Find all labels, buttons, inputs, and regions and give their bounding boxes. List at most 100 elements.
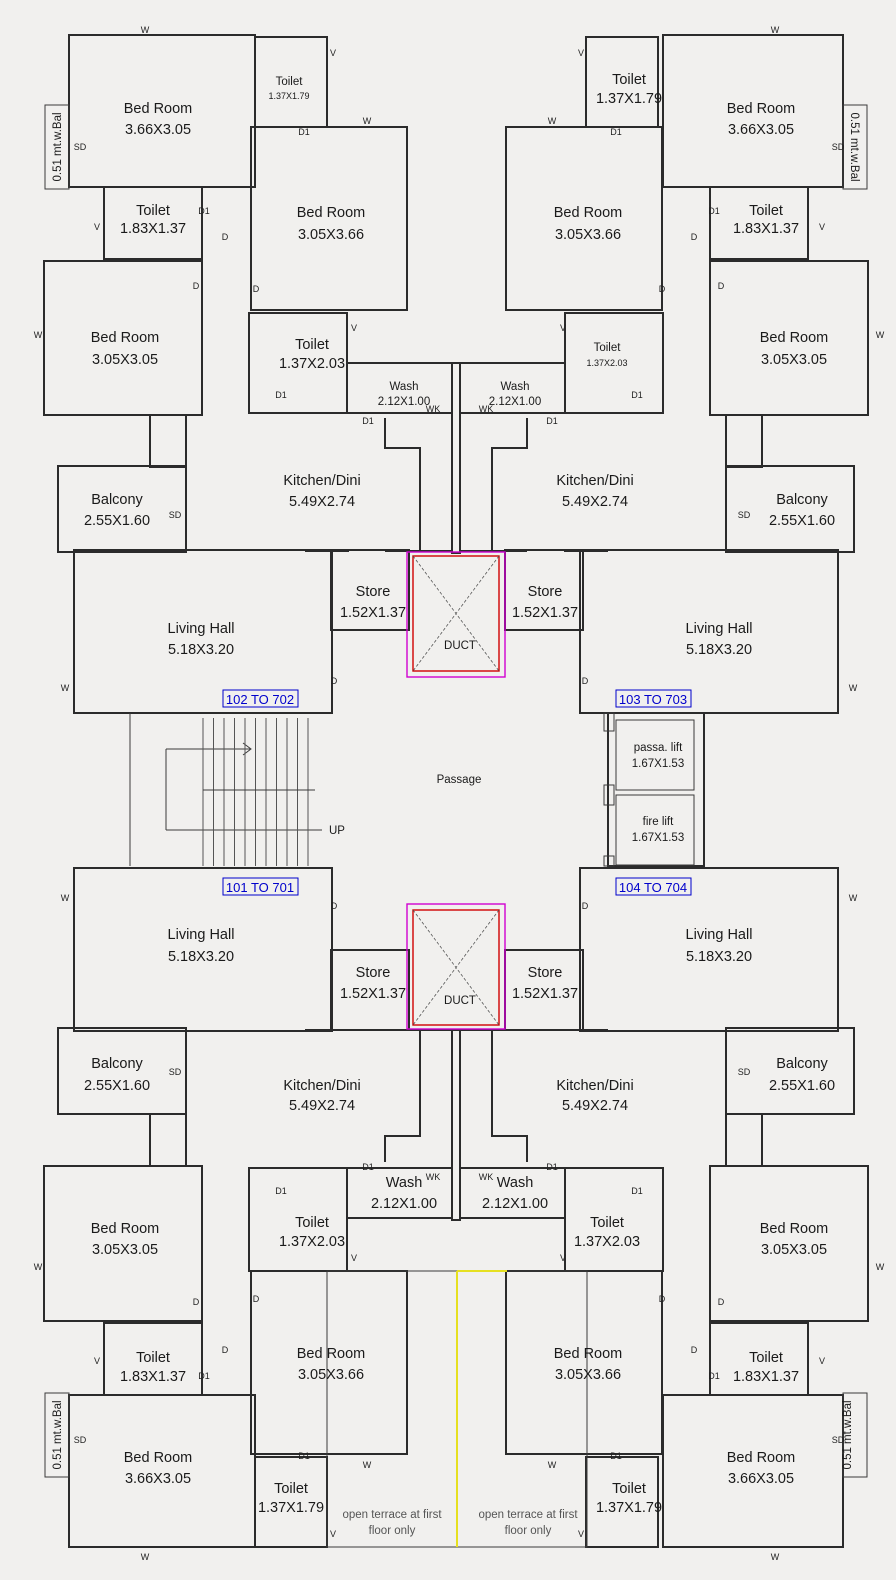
flat-tag-box <box>222 689 299 708</box>
room-dim: 5.49X2.74 <box>562 1098 628 1114</box>
door-mark: D1 <box>610 127 622 137</box>
room-name: Toilet <box>295 337 329 353</box>
kitchen-br-counter <box>491 1030 528 1162</box>
bal-strip-tr-wall <box>842 104 868 190</box>
door-mark: D <box>193 281 200 291</box>
room-name: Bed Room <box>91 1221 160 1237</box>
balcony-bl-wall <box>57 1027 187 1115</box>
window-mark: W <box>849 893 858 903</box>
sliding-door-mark: SD <box>74 1435 87 1445</box>
room-name: Kitchen/Dini <box>556 1078 633 1094</box>
flat-tags: 102 TO 702 103 TO 703 101 TO 701 104 TO … <box>222 689 692 896</box>
room-dim: 2.12X1.00 <box>482 1196 548 1212</box>
flat-tag-box <box>222 877 299 896</box>
room-name: Bed Room <box>297 205 366 221</box>
room-name: Living Hall <box>168 621 235 637</box>
room-name: Living Hall <box>686 927 753 943</box>
room-dim: 1.37X2.03 <box>574 1234 640 1250</box>
duct-bottom-cross-b <box>412 909 500 1026</box>
window-mark: WK <box>426 404 441 414</box>
lift-door-3 <box>603 855 615 867</box>
room-dim: 1.37X1.79 <box>268 91 309 101</box>
door-mark: D1 <box>631 1186 643 1196</box>
store-tl-wall <box>330 549 410 631</box>
room-labels: Bed Room 3.66X3.05 Toilet 1.37X1.79 Bed … <box>84 72 835 1537</box>
room-dim: 1.37X2.03 <box>279 1234 345 1250</box>
window-mark: WK <box>479 1172 494 1182</box>
door-mark: D1 <box>362 416 374 426</box>
room-name: Bed Room <box>297 1346 366 1362</box>
door-mark: D1 <box>708 206 720 216</box>
sliding-door-mark: SD <box>738 510 751 520</box>
room-dim: 2.12X1.00 <box>378 396 430 408</box>
door-mark: D1 <box>546 416 558 426</box>
room-dim: 1.83X1.37 <box>733 1369 799 1385</box>
room-dim: 3.05X3.66 <box>298 1367 364 1383</box>
duct-top-cross-b <box>412 555 500 672</box>
sliding-door-mark: SD <box>74 142 87 152</box>
room-name: Bed Room <box>124 101 193 117</box>
room-dim: 5.49X2.74 <box>289 1098 355 1114</box>
kitchen-tr-counter <box>491 418 528 552</box>
door-mark: D1 <box>362 1162 374 1172</box>
room-dim: 1.37X1.79 <box>596 91 662 107</box>
door-mark: D <box>193 1297 200 1307</box>
bottom-half <box>43 867 869 1548</box>
room-name: Kitchen/Dini <box>556 473 633 489</box>
room-dim: 5.49X2.74 <box>289 494 355 510</box>
sliding-door-mark: SD <box>832 1435 845 1445</box>
room-dim: 1.67X1.53 <box>632 832 684 844</box>
vent-mark: V <box>578 1529 584 1539</box>
room-name: Balcony <box>91 1056 143 1072</box>
room-name: Wash <box>386 1175 423 1191</box>
center-shaft-top <box>451 362 461 554</box>
door-mark: D <box>222 1345 229 1355</box>
room-name: Bed Room <box>124 1450 193 1466</box>
room-dim: 2.55X1.60 <box>84 513 150 529</box>
flat-tag-box <box>615 689 692 708</box>
room-name: Wash <box>497 1175 534 1191</box>
door-mark: D <box>718 281 725 291</box>
window-mark: W <box>876 1262 885 1272</box>
vent-mark: V <box>94 222 100 232</box>
bal-strip-bl-wall <box>44 1392 70 1478</box>
door-mark: D <box>659 284 666 294</box>
store-bl-wall <box>330 949 410 1031</box>
door-mark: D1 <box>275 390 287 400</box>
shaft-tr-wall <box>725 414 763 468</box>
window-mark: W <box>548 116 557 126</box>
vent-mark: V <box>819 1356 825 1366</box>
vent-mark: V <box>330 48 336 58</box>
window-mark: W <box>363 1460 372 1470</box>
room-name: Bed Room <box>727 1450 796 1466</box>
room-dim: 3.66X3.05 <box>125 1471 191 1487</box>
stair-steps <box>202 718 309 866</box>
door-mark: D1 <box>298 127 310 137</box>
sliding-door-mark: SD <box>738 1067 751 1077</box>
room-dim: 1.37X2.03 <box>586 358 627 368</box>
room-dim: 3.66X3.05 <box>125 122 191 138</box>
kitchen-tl-counter <box>384 418 421 552</box>
lift-door-2 <box>603 784 615 806</box>
room-dim: 3.05X3.05 <box>761 352 827 368</box>
door-mark: D <box>691 232 698 242</box>
kitchen-bl-counter <box>384 1030 421 1162</box>
room-name: Bed Room <box>727 101 796 117</box>
window-mark: W <box>876 330 885 340</box>
vent-mark: V <box>578 48 584 58</box>
flat-tag-top-right: 103 TO 703 <box>619 692 687 707</box>
terrace-label: floor only <box>369 1525 416 1537</box>
door-mark: D1 <box>708 1371 720 1381</box>
balcony-tr-wall <box>725 465 855 553</box>
room-name: Toilet <box>749 1350 783 1366</box>
room-dim: 1.52X1.37 <box>340 605 406 621</box>
bedroom-tr-2-wall <box>505 126 663 311</box>
terrace-label: floor only <box>505 1525 552 1537</box>
bal-note-bl: 0.51 mt.w.Bal <box>52 1400 64 1469</box>
door-mark: D <box>253 284 260 294</box>
room-name: Kitchen/Dini <box>283 473 360 489</box>
room-dim: 3.05X3.05 <box>92 352 158 368</box>
living-tr-wall <box>579 549 839 714</box>
room-dim: 1.52X1.37 <box>512 986 578 1002</box>
lift-core-wall <box>607 712 705 867</box>
